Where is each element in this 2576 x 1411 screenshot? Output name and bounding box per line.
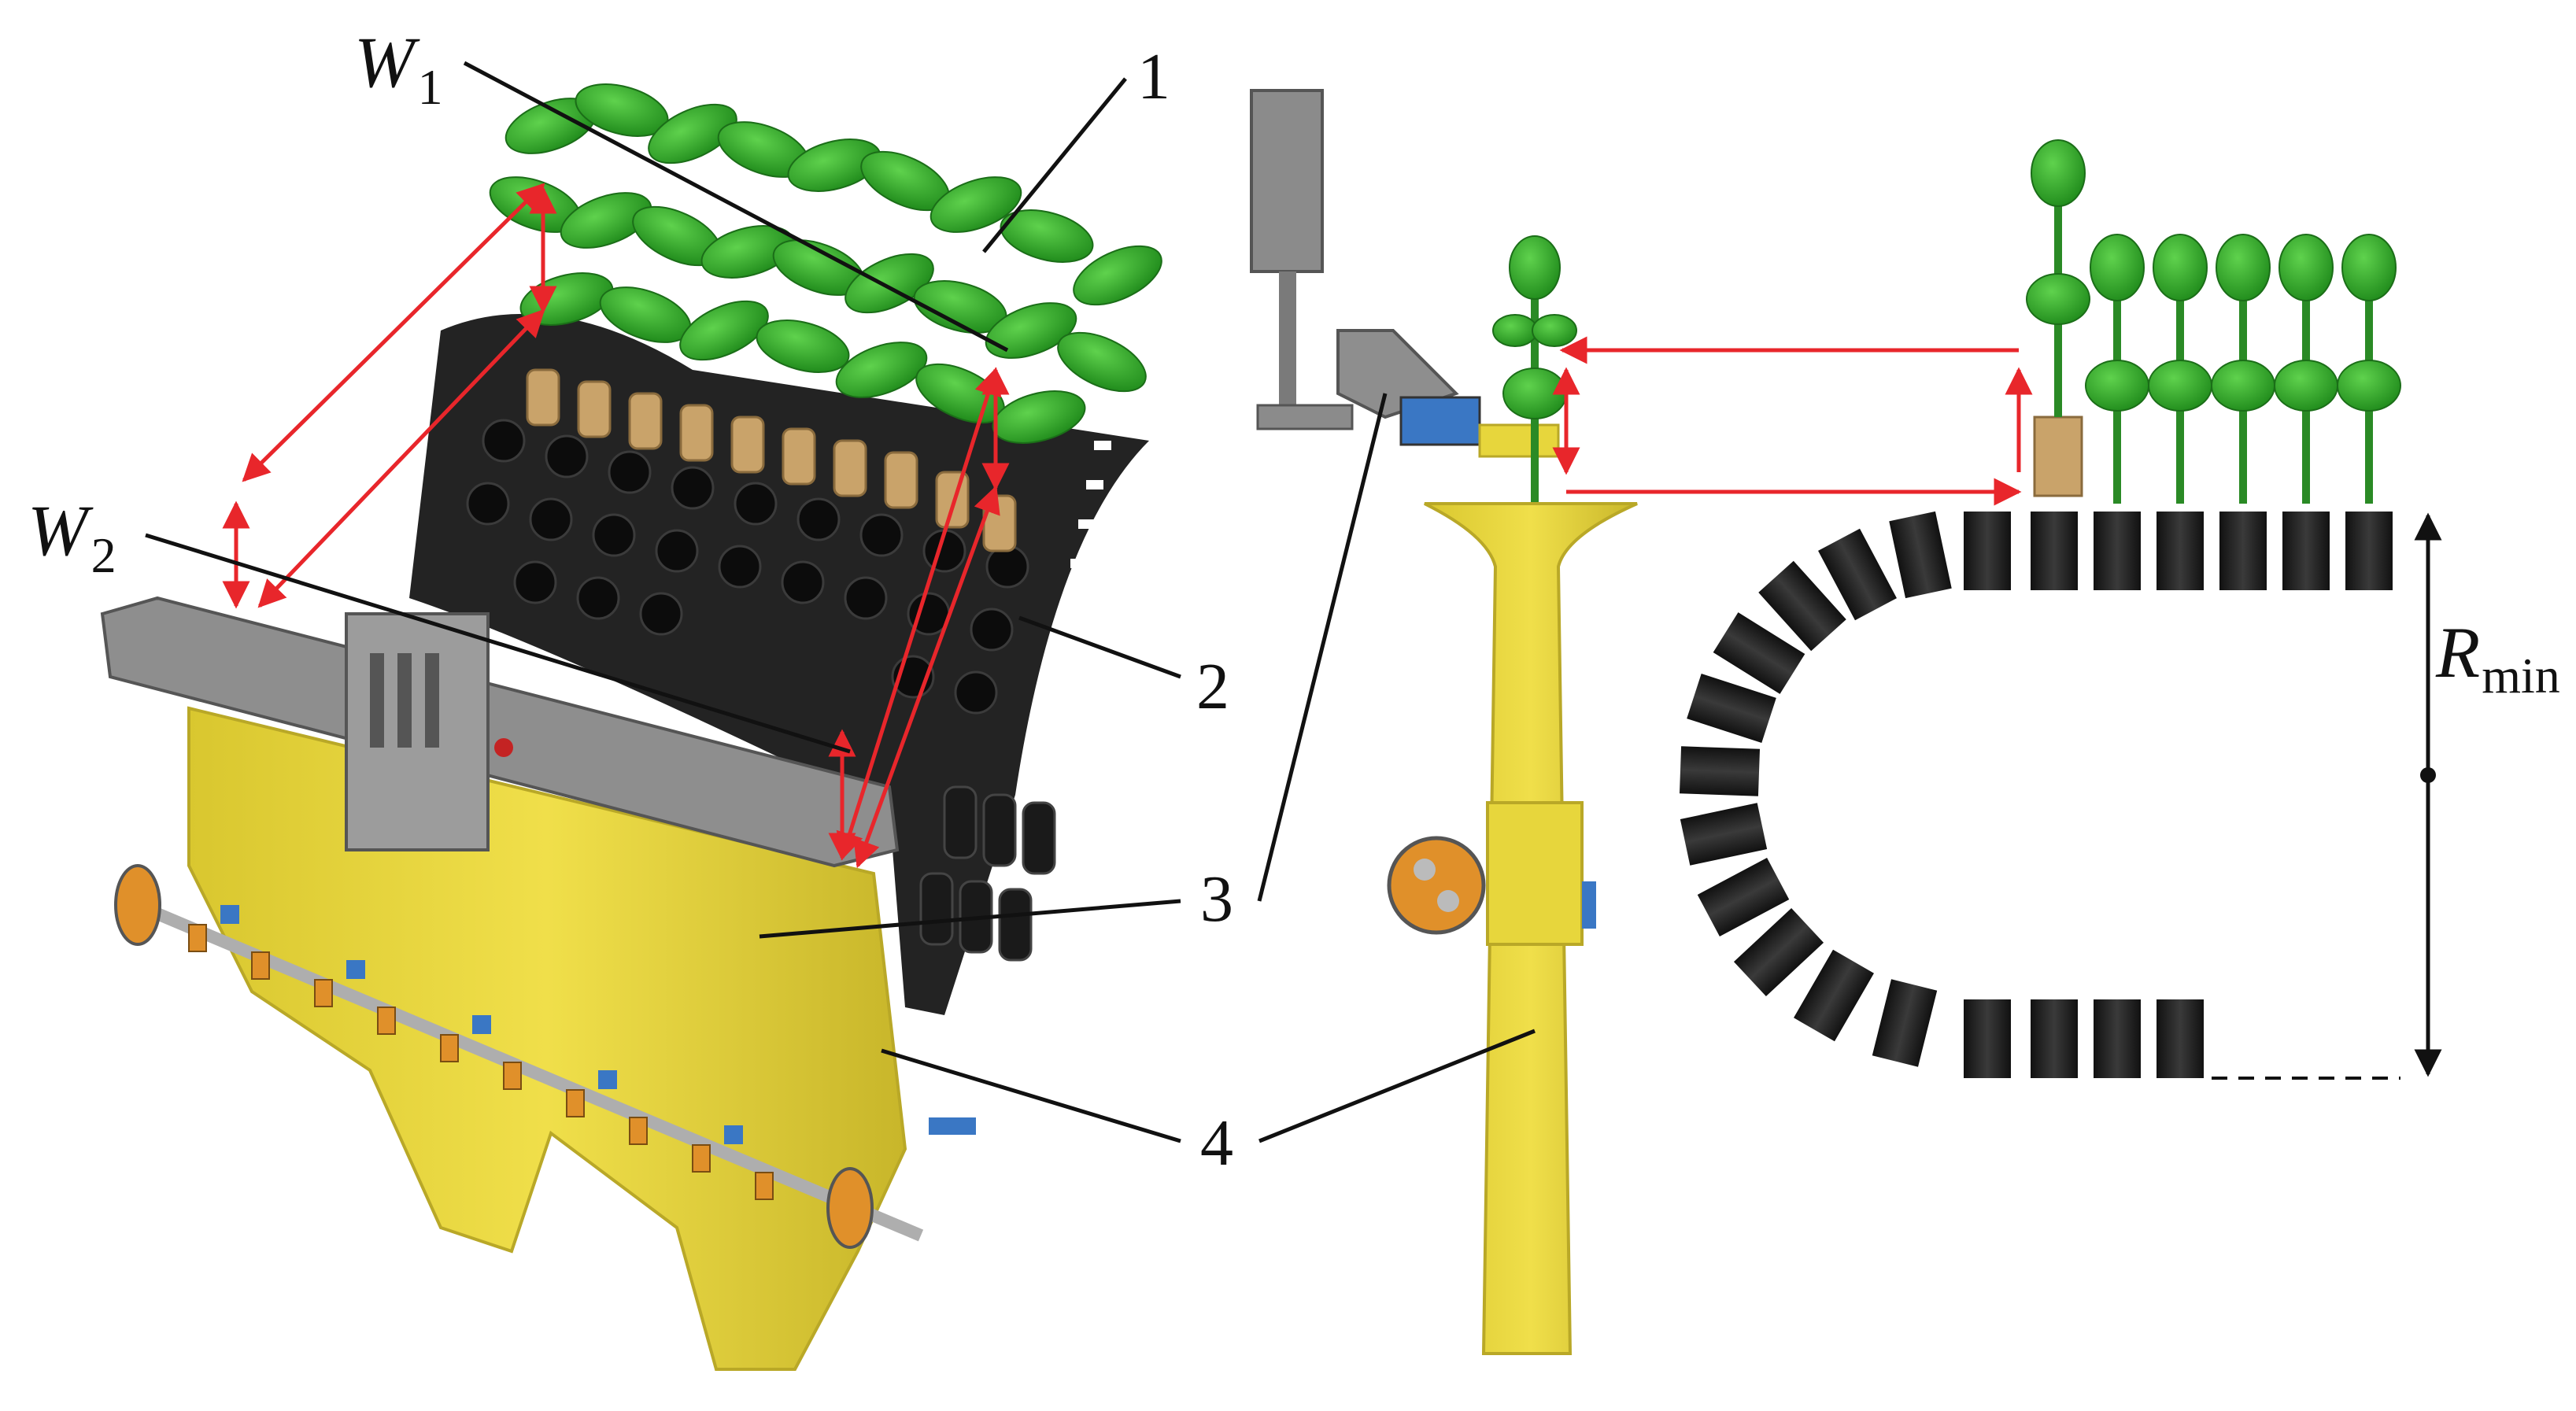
leader-lines [145,61,1536,1143]
shaft-brackets [188,924,774,1200]
w2-subscript: 2 [91,527,116,583]
w1-subscript: 1 [418,59,443,115]
machine-3d-view [100,83,1162,1371]
column-blue-tab [1582,881,1596,929]
tan-plug [2033,416,2083,497]
column-disc [1387,836,1486,935]
red-knob [494,738,513,757]
chain-seedlings [2026,139,2401,504]
rmin-center-dot [2420,767,2436,783]
column-clamp [1486,801,1584,946]
chain-bottom-cells [1964,999,2204,1078]
cylinder-body [1250,89,1324,273]
gripper-head [1399,396,1481,446]
part-4-label: 4 [1200,1106,1233,1180]
rmin-subscript: min [2482,648,2560,704]
rmin-label: Rmin [2435,612,2560,704]
blue-brackets [220,905,976,1144]
tray-edge-slots [1023,441,1111,804]
shaft-end-right [826,1167,874,1249]
shaft-end-left [114,864,161,946]
w-dimension-arrows [222,183,1010,869]
w1-label: W1 [354,22,443,115]
cell-chain-view [1679,139,2442,1080]
w2-label: W2 [28,490,116,583]
yellow-frame [187,706,907,1371]
side-seedling-leaves [1492,235,1577,419]
part-1-label: 1 [1137,40,1170,113]
part-2-label: 2 [1196,650,1229,723]
chain-curve-cells [1679,511,1952,1067]
mechanism-slots [370,653,439,748]
side-view [1250,89,1638,1355]
grey-block [345,612,490,851]
cylinder-rod [1279,271,1296,405]
disc-bolt-b [1437,890,1459,912]
transfer-arrows [1552,336,2033,506]
disc-bolt-a [1414,859,1436,881]
part-3-label: 3 [1200,862,1233,936]
cylinder-base [1256,404,1354,430]
gripper-finger [1478,423,1560,458]
chain-top-cells [1964,512,2393,590]
